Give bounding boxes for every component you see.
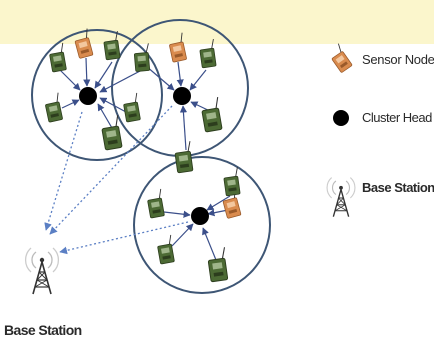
link bbox=[145, 65, 175, 91]
sensor-node bbox=[206, 246, 230, 283]
base-station-label: Base Station bbox=[4, 322, 82, 338]
cluster-head-bottom bbox=[191, 207, 209, 225]
sensor-node bbox=[121, 92, 142, 123]
sensor-node bbox=[173, 140, 195, 174]
sensor-node bbox=[145, 188, 166, 219]
sensor-node bbox=[222, 166, 242, 197]
sensor-node bbox=[199, 96, 224, 133]
legend-base-station-icon bbox=[326, 176, 356, 218]
link bbox=[97, 103, 113, 129]
legend-cluster-head-icon bbox=[333, 110, 349, 126]
link bbox=[83, 57, 91, 87]
link bbox=[163, 210, 191, 218]
link bbox=[94, 61, 113, 89]
sink-links bbox=[44, 105, 189, 255]
sensor-node bbox=[42, 92, 65, 123]
legend-base-station-label: Base Station bbox=[362, 180, 434, 195]
cluster-ring-left bbox=[31, 29, 163, 161]
link bbox=[207, 209, 229, 217]
link bbox=[171, 223, 194, 247]
link bbox=[61, 99, 80, 109]
link bbox=[176, 61, 184, 87]
intra-cluster-links bbox=[59, 57, 231, 261]
sensor-node bbox=[155, 234, 176, 265]
legend-sensor-nodes-label: Sensor Nodes bbox=[362, 52, 434, 67]
link bbox=[99, 97, 127, 113]
legend-cluster-head-label: Cluster Head bbox=[362, 110, 432, 125]
link bbox=[99, 69, 143, 93]
link bbox=[59, 69, 81, 91]
legend-sensor-node-icon bbox=[326, 43, 354, 74]
link bbox=[206, 195, 231, 211]
link bbox=[189, 69, 207, 91]
cluster-ring-bottom bbox=[133, 156, 271, 294]
cluster-head-right bbox=[173, 87, 191, 105]
top-banner bbox=[0, 0, 434, 44]
link bbox=[202, 227, 217, 261]
base-station-tower bbox=[24, 247, 60, 295]
sink-link-left bbox=[44, 111, 83, 231]
link bbox=[179, 105, 188, 151]
cluster-head-left bbox=[79, 87, 97, 105]
sink-link-bottom bbox=[59, 221, 189, 255]
sensor-node bbox=[47, 42, 68, 73]
